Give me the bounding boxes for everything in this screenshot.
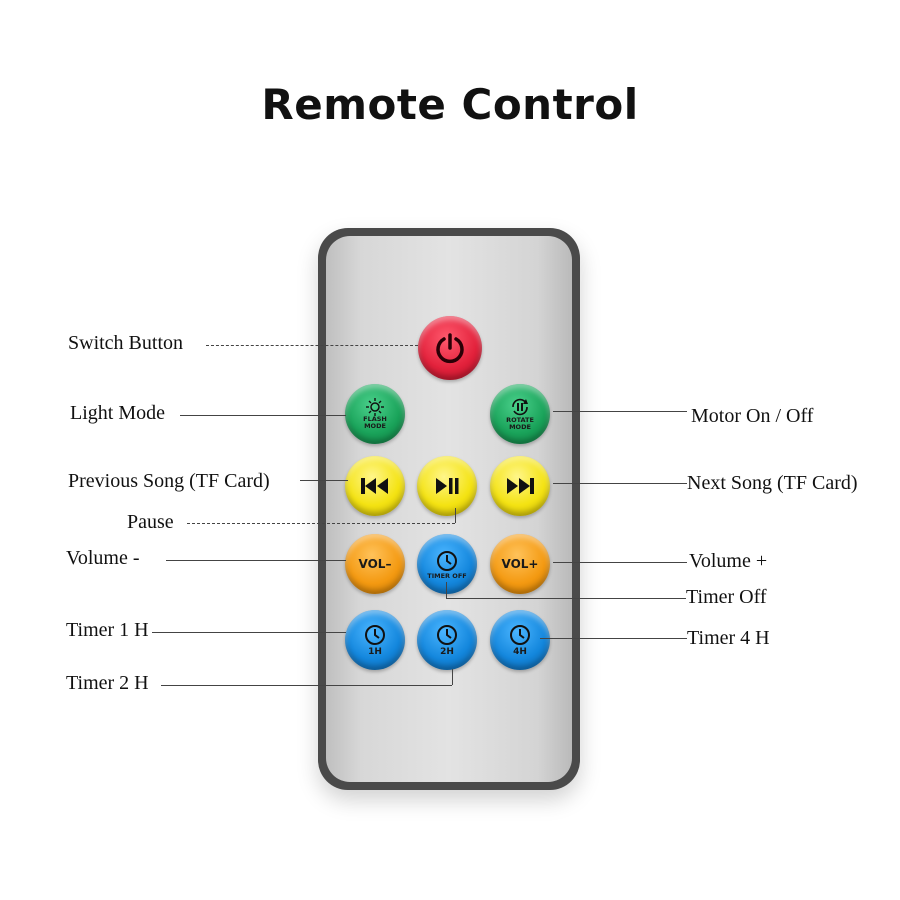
timer-4h-leader-line: [540, 638, 687, 639]
rotate-mode-label-1: ROTATE: [506, 416, 534, 424]
flash-mode-label-1: FLASH: [363, 415, 387, 423]
timer-off-leader-vertical: [446, 582, 447, 598]
timer-2h-button[interactable]: 2H: [417, 610, 477, 670]
next-track-button[interactable]: [490, 456, 550, 516]
light-mode-label: Light Mode: [70, 402, 165, 424]
volume-down-leader-line: [166, 560, 346, 561]
play-pause-icon: [433, 477, 461, 495]
motor-leader-line: [553, 411, 687, 412]
timer-4h-text: 4H: [513, 646, 527, 657]
previous-song-leader-line: [300, 480, 348, 481]
volume-up-text: VOL+: [501, 557, 539, 571]
next-song-leader-line: [553, 483, 687, 484]
motor-label: Motor On / Off: [691, 405, 814, 427]
timer-1h-button[interactable]: 1H: [345, 610, 405, 670]
timer-off-label: Timer Off: [686, 586, 767, 608]
pause-leader-tick: [455, 508, 456, 523]
next-track-icon: [504, 477, 536, 495]
timer-2h-label: Timer 2 H: [66, 672, 149, 694]
sun-icon: [364, 398, 386, 416]
volume-up-leader-line: [553, 562, 687, 563]
play-pause-button[interactable]: [417, 456, 477, 516]
previous-song-label: Previous Song (TF Card): [68, 470, 270, 492]
pause-label: Pause: [127, 511, 174, 533]
timer-2h-leader-line: [161, 685, 452, 686]
next-song-label: Next Song (TF Card): [687, 472, 858, 494]
clock-icon: [435, 623, 459, 647]
volume-down-button[interactable]: VOL–: [345, 534, 405, 594]
rotate-mode-button[interactable]: ROTATE MODE: [490, 384, 550, 444]
timer-2h-text: 2H: [440, 646, 454, 657]
volume-up-label: Volume +: [689, 550, 768, 572]
rotate-pause-icon: [509, 397, 531, 417]
light-mode-leader-line: [180, 415, 346, 416]
timer-1h-leader-line: [152, 632, 346, 633]
power-button[interactable]: [418, 316, 482, 380]
timer-off-button[interactable]: TIMER OFF: [417, 534, 477, 594]
flash-mode-label-2: MODE: [364, 422, 386, 430]
volume-down-label: Volume -: [66, 547, 140, 569]
timer-2h-leader-vertical: [452, 669, 453, 685]
timer-4h-button[interactable]: 4H: [490, 610, 550, 670]
page-title: Remote Control: [261, 80, 639, 129]
switch-leader-line: [206, 345, 418, 346]
flash-mode-button[interactable]: FLASH MODE: [345, 384, 405, 444]
rotate-mode-label-2: MODE: [509, 423, 531, 431]
clock-icon: [508, 623, 532, 647]
switch-button-label: Switch Button: [68, 332, 184, 354]
volume-up-button[interactable]: VOL+: [490, 534, 550, 594]
timer-off-leader-line: [446, 598, 686, 599]
previous-track-button[interactable]: [345, 456, 405, 516]
timer-1h-label: Timer 1 H: [66, 619, 149, 641]
pause-leader-line: [187, 523, 455, 524]
power-icon: [433, 331, 467, 365]
timer-off-text: TIMER OFF: [427, 571, 467, 580]
clock-icon: [363, 623, 387, 647]
timer-1h-text: 1H: [368, 646, 382, 657]
timer-4h-label: Timer 4 H: [687, 627, 770, 649]
clock-icon: [435, 549, 459, 573]
volume-down-text: VOL–: [358, 557, 392, 571]
previous-track-icon: [359, 477, 391, 495]
